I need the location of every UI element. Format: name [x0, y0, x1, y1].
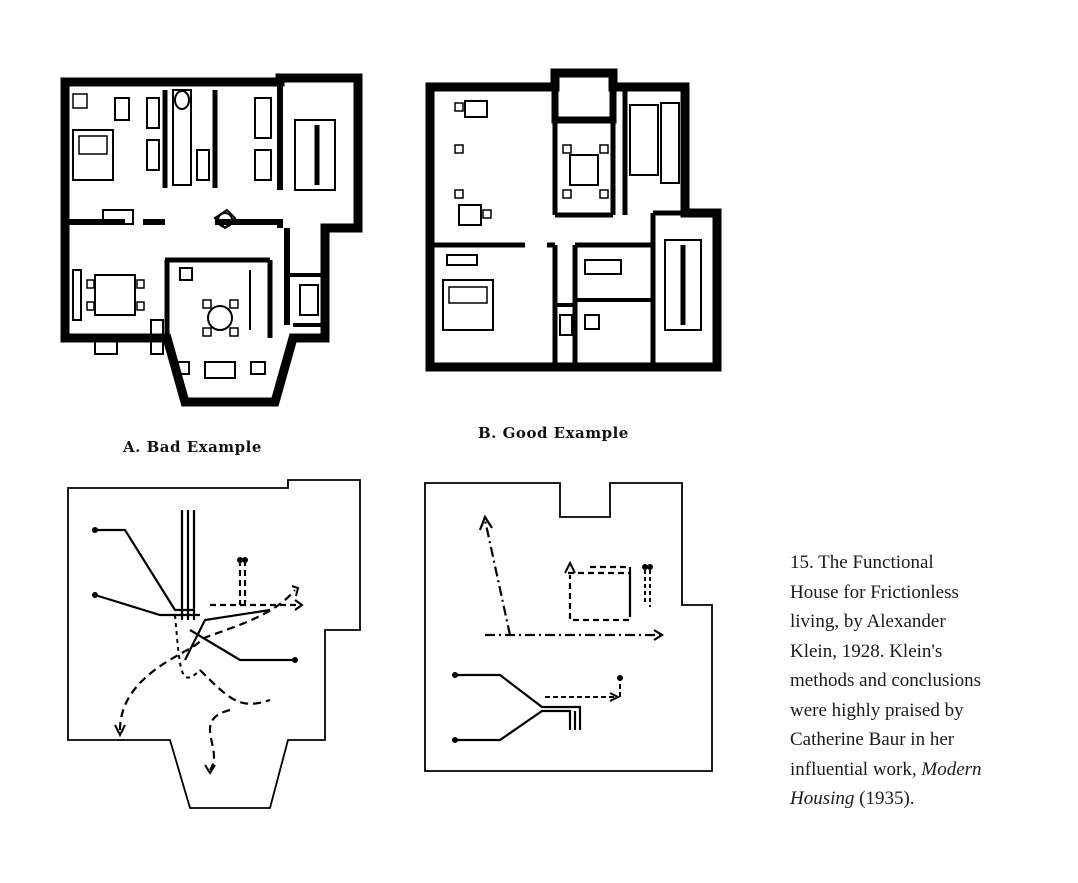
- caption-line: Housing (1935).: [790, 784, 1040, 814]
- circulation-diagram-good: [424, 482, 713, 772]
- plan-b-label: B. Good Example: [478, 424, 629, 442]
- caption-line: were highly praised by: [790, 699, 964, 721]
- caption-line: Catherine Baur in her: [790, 729, 955, 750]
- caption-line: House for Frictionless: [790, 581, 959, 603]
- caption-text: influential work,: [790, 758, 922, 780]
- caption-line: 15. The Functional: [790, 552, 934, 573]
- plan-a-label: A. Bad Example: [123, 438, 262, 456]
- book-title: Modern: [921, 758, 982, 780]
- caption-year: (1935).: [854, 788, 915, 809]
- book-title-cont: Housing: [790, 788, 855, 809]
- figure-caption: 15. The Functional House for Frictionles…: [790, 548, 1040, 814]
- caption-line: methods and conclusions: [790, 670, 982, 691]
- caption-line: living, by Alexander: [790, 611, 946, 632]
- caption-line: influential work, Modern: [790, 755, 1040, 785]
- floor-plan-good-example: [425, 68, 722, 372]
- circulation-diagram-bad: [67, 479, 361, 809]
- caption-line: Klein, 1928. Klein's: [790, 640, 943, 662]
- floor-plan-bad-example: [60, 73, 363, 407]
